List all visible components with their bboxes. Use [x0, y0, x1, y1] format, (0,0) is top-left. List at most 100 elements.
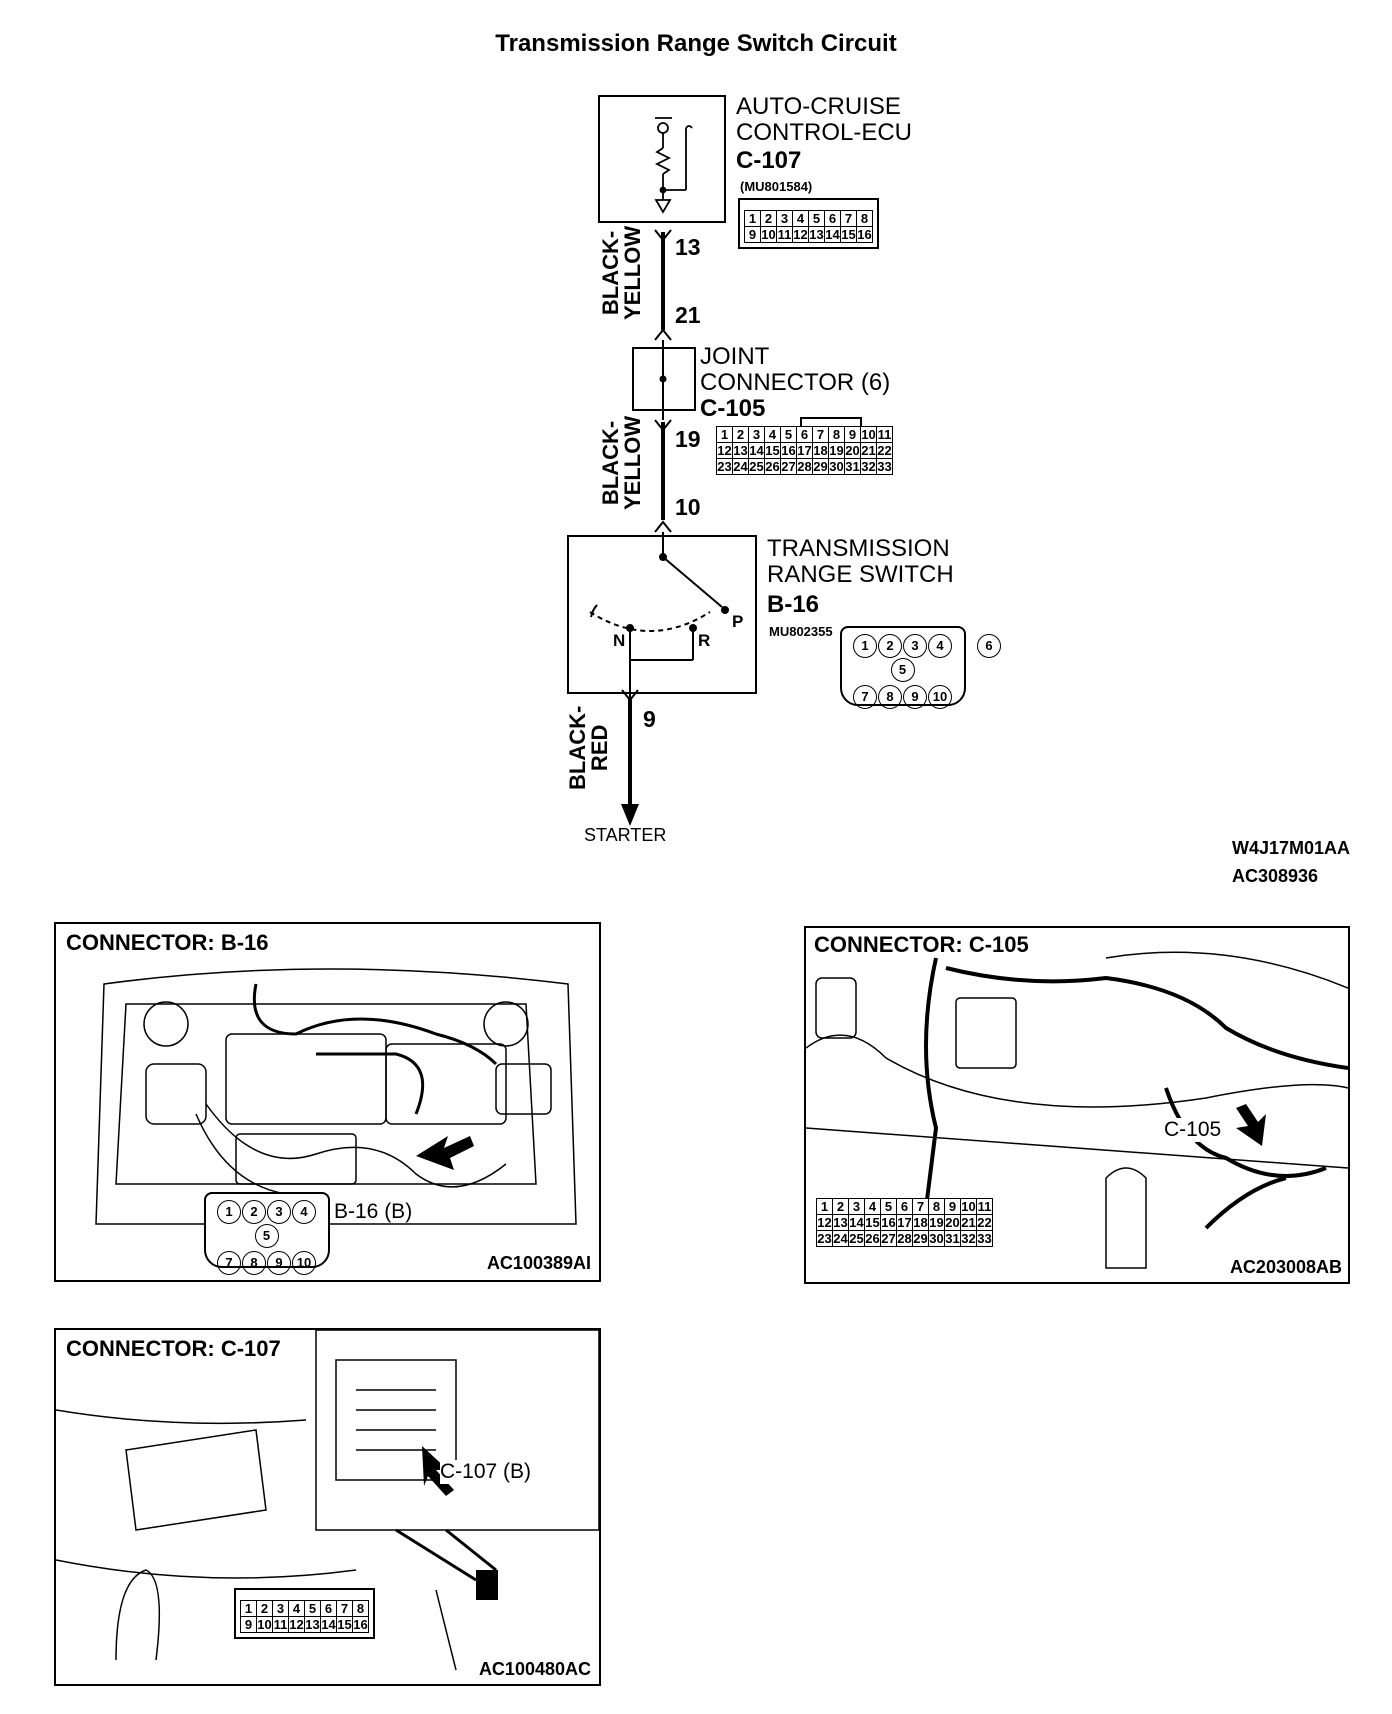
- pin: 3: [272, 1600, 289, 1617]
- pin: 16: [352, 1616, 369, 1633]
- wire-3-pin: 9: [643, 706, 656, 732]
- pin: 5: [880, 1198, 897, 1215]
- pin: 14: [824, 226, 841, 243]
- pin: 5: [304, 1600, 321, 1617]
- switch-connector-id: B-16: [767, 591, 820, 618]
- joint-connector-id: C-105: [700, 395, 766, 422]
- ecu-internal-circuit: [654, 117, 693, 214]
- pin: 8: [856, 210, 873, 227]
- ecu-part-number: (MU801584): [740, 179, 813, 194]
- instrument-panel-illustration: [806, 951, 1348, 1269]
- pin: 4: [792, 210, 809, 227]
- starter-arrow: [621, 804, 639, 826]
- pin: 22: [976, 1214, 993, 1231]
- pin: 20: [844, 442, 861, 459]
- pin: 12: [792, 226, 809, 243]
- pin: 7: [912, 1198, 929, 1215]
- pin: 31: [844, 458, 861, 475]
- circuit-diagram: [567, 95, 757, 826]
- pin: 24: [732, 458, 749, 475]
- pin: 9: [267, 1251, 291, 1275]
- pin: 29: [812, 458, 829, 475]
- pin: 10: [928, 685, 952, 709]
- pin: 10: [292, 1251, 316, 1275]
- pin: 18: [912, 1214, 929, 1231]
- pin: 12: [288, 1616, 305, 1633]
- switch-name-line1: TRANSMISSION: [767, 535, 950, 562]
- pin: 21: [960, 1214, 977, 1231]
- switch-position-n: N: [613, 631, 626, 650]
- pin: 2: [256, 1600, 273, 1617]
- pin: 9: [844, 426, 861, 443]
- pin: 1: [240, 1600, 257, 1617]
- pin: 4: [292, 1200, 316, 1224]
- pin: 10: [860, 426, 877, 443]
- pin: 2: [878, 634, 902, 658]
- pin: 27: [880, 1230, 897, 1247]
- pin: 1: [853, 634, 877, 658]
- switch-position-p: P: [732, 612, 744, 631]
- pin: 7: [336, 1600, 353, 1617]
- pin: 14: [320, 1616, 337, 1633]
- pin: 3: [748, 426, 765, 443]
- ecu-name-line2: CONTROL-ECU: [736, 119, 913, 146]
- pin: 3: [267, 1200, 291, 1224]
- pin: 13: [832, 1214, 849, 1231]
- pin: 17: [896, 1214, 913, 1231]
- pin: 26: [864, 1230, 881, 1247]
- pin: 9: [944, 1198, 961, 1215]
- pin: 2: [732, 426, 749, 443]
- pin: 13: [732, 442, 749, 459]
- c107-callout-label: C-107 (B): [440, 1460, 532, 1484]
- pin: 7: [853, 685, 877, 709]
- pin: 1: [716, 426, 733, 443]
- b16-callout-label: B-16 (B): [334, 1200, 413, 1223]
- joint-connector-latch: [800, 417, 862, 427]
- page-title: Transmission Range Switch Circuit: [495, 30, 897, 57]
- pin: 11: [876, 426, 893, 443]
- pin: 29: [912, 1230, 929, 1247]
- pin: 2: [242, 1200, 266, 1224]
- pin: 10: [960, 1198, 977, 1215]
- ecu-connector-id: C-107: [736, 147, 802, 174]
- pin: 4: [764, 426, 781, 443]
- pin: 18: [812, 442, 829, 459]
- pin: 2: [832, 1198, 849, 1215]
- pin: 20: [944, 1214, 961, 1231]
- pin: 3: [776, 210, 793, 227]
- pin: 6: [977, 634, 1001, 658]
- pin: 9: [240, 1616, 257, 1633]
- wire-1-color-line2: YELLOW: [620, 225, 645, 320]
- pin: 16: [780, 442, 797, 459]
- pin: 11: [272, 1616, 289, 1633]
- pin: 32: [960, 1230, 977, 1247]
- pin: 30: [928, 1230, 945, 1247]
- pin: 11: [776, 226, 793, 243]
- pin: 8: [352, 1600, 369, 1617]
- wire-3-color-line2: RED: [587, 724, 612, 772]
- pin: 8: [928, 1198, 945, 1215]
- pin: 24: [832, 1230, 849, 1247]
- pin: 32: [860, 458, 877, 475]
- switch-position-r: R: [698, 631, 711, 650]
- pin: 2: [760, 210, 777, 227]
- pin: 26: [764, 458, 781, 475]
- pin: 25: [748, 458, 765, 475]
- wire-2-color: BLACK-YELLOW: [598, 416, 645, 510]
- pin: 13: [304, 1616, 321, 1633]
- pin: 16: [880, 1214, 897, 1231]
